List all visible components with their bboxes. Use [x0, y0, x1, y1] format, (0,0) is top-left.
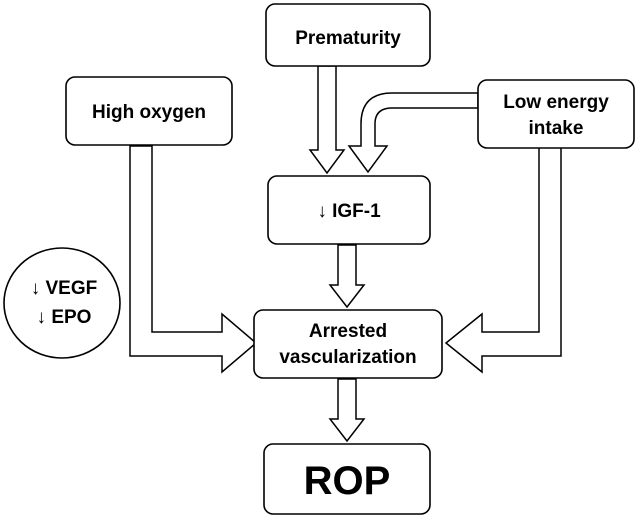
- node-low-energy-label-line1: Low energy: [503, 92, 609, 113]
- node-prematurity-label: Prematurity: [295, 28, 401, 49]
- node-rop: ROP: [263, 443, 431, 515]
- node-prematurity: Prematurity: [265, 3, 431, 67]
- arrow-arrested-to-rop: [328, 378, 366, 443]
- node-low-energy-intake: Low energy intake: [477, 79, 635, 149]
- node-arrested-vascularization: Arrested vascularization: [253, 309, 443, 379]
- node-high-oxygen: High oxygen: [65, 76, 233, 146]
- arrow-low-energy-to-arrested: [444, 146, 562, 374]
- node-epo-label: ↓ EPO: [37, 307, 92, 328]
- node-igf1-label: ↓ IGF-1: [317, 201, 381, 222]
- node-low-energy-label-line2: intake: [529, 118, 584, 139]
- arrow-low-energy-to-igf1: [347, 92, 479, 174]
- arrow-high-oxygen-to-arrested: [129, 145, 258, 374]
- node-rop-label: ROP: [304, 459, 391, 503]
- arrow-igf1-to-arrested: [328, 244, 366, 309]
- node-arrested-label-line1: Arrested: [309, 321, 387, 342]
- node-vegf-label: ↓ VEGF: [31, 278, 98, 299]
- node-arrested-label-line2: vascularization: [279, 347, 416, 368]
- arrow-prematurity-to-igf1: [308, 65, 346, 175]
- node-vegf-epo: ↓ VEGF ↓ EPO: [3, 247, 121, 359]
- node-high-oxygen-label: High oxygen: [92, 102, 206, 123]
- node-igf1: ↓ IGF-1: [267, 175, 431, 245]
